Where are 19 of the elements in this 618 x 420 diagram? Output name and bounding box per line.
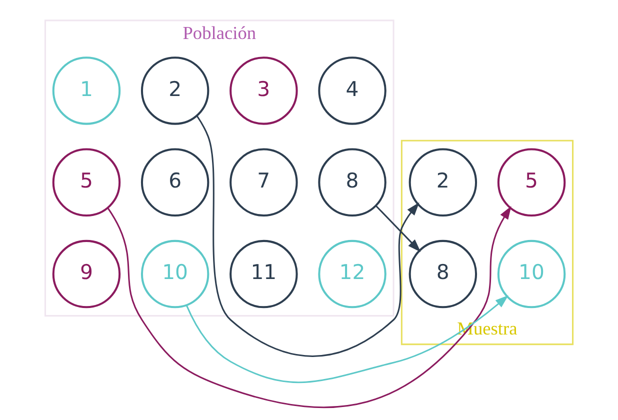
- arrow: [186, 295, 508, 384]
- node-circle: 11: [230, 240, 298, 308]
- node-circle: 10: [140, 240, 210, 308]
- node-circle: 1: [52, 56, 121, 125]
- node-circle: 12: [318, 240, 386, 308]
- node-circle: 7: [230, 148, 298, 216]
- node-circle: 9: [52, 240, 121, 308]
- arrow: [196, 116, 420, 357]
- node-circle: 4: [318, 56, 386, 125]
- arrow: [376, 205, 421, 252]
- node-circle: 10: [497, 240, 566, 308]
- node-circle: 5: [497, 148, 566, 216]
- node-circle: 8: [318, 148, 386, 216]
- arrow: [107, 206, 512, 408]
- node-circle: 5: [52, 148, 121, 216]
- node-circle: 6: [140, 148, 210, 216]
- node-circle: 2: [140, 56, 210, 125]
- node-circle: 2: [408, 148, 478, 216]
- node-circle: 3: [230, 56, 298, 125]
